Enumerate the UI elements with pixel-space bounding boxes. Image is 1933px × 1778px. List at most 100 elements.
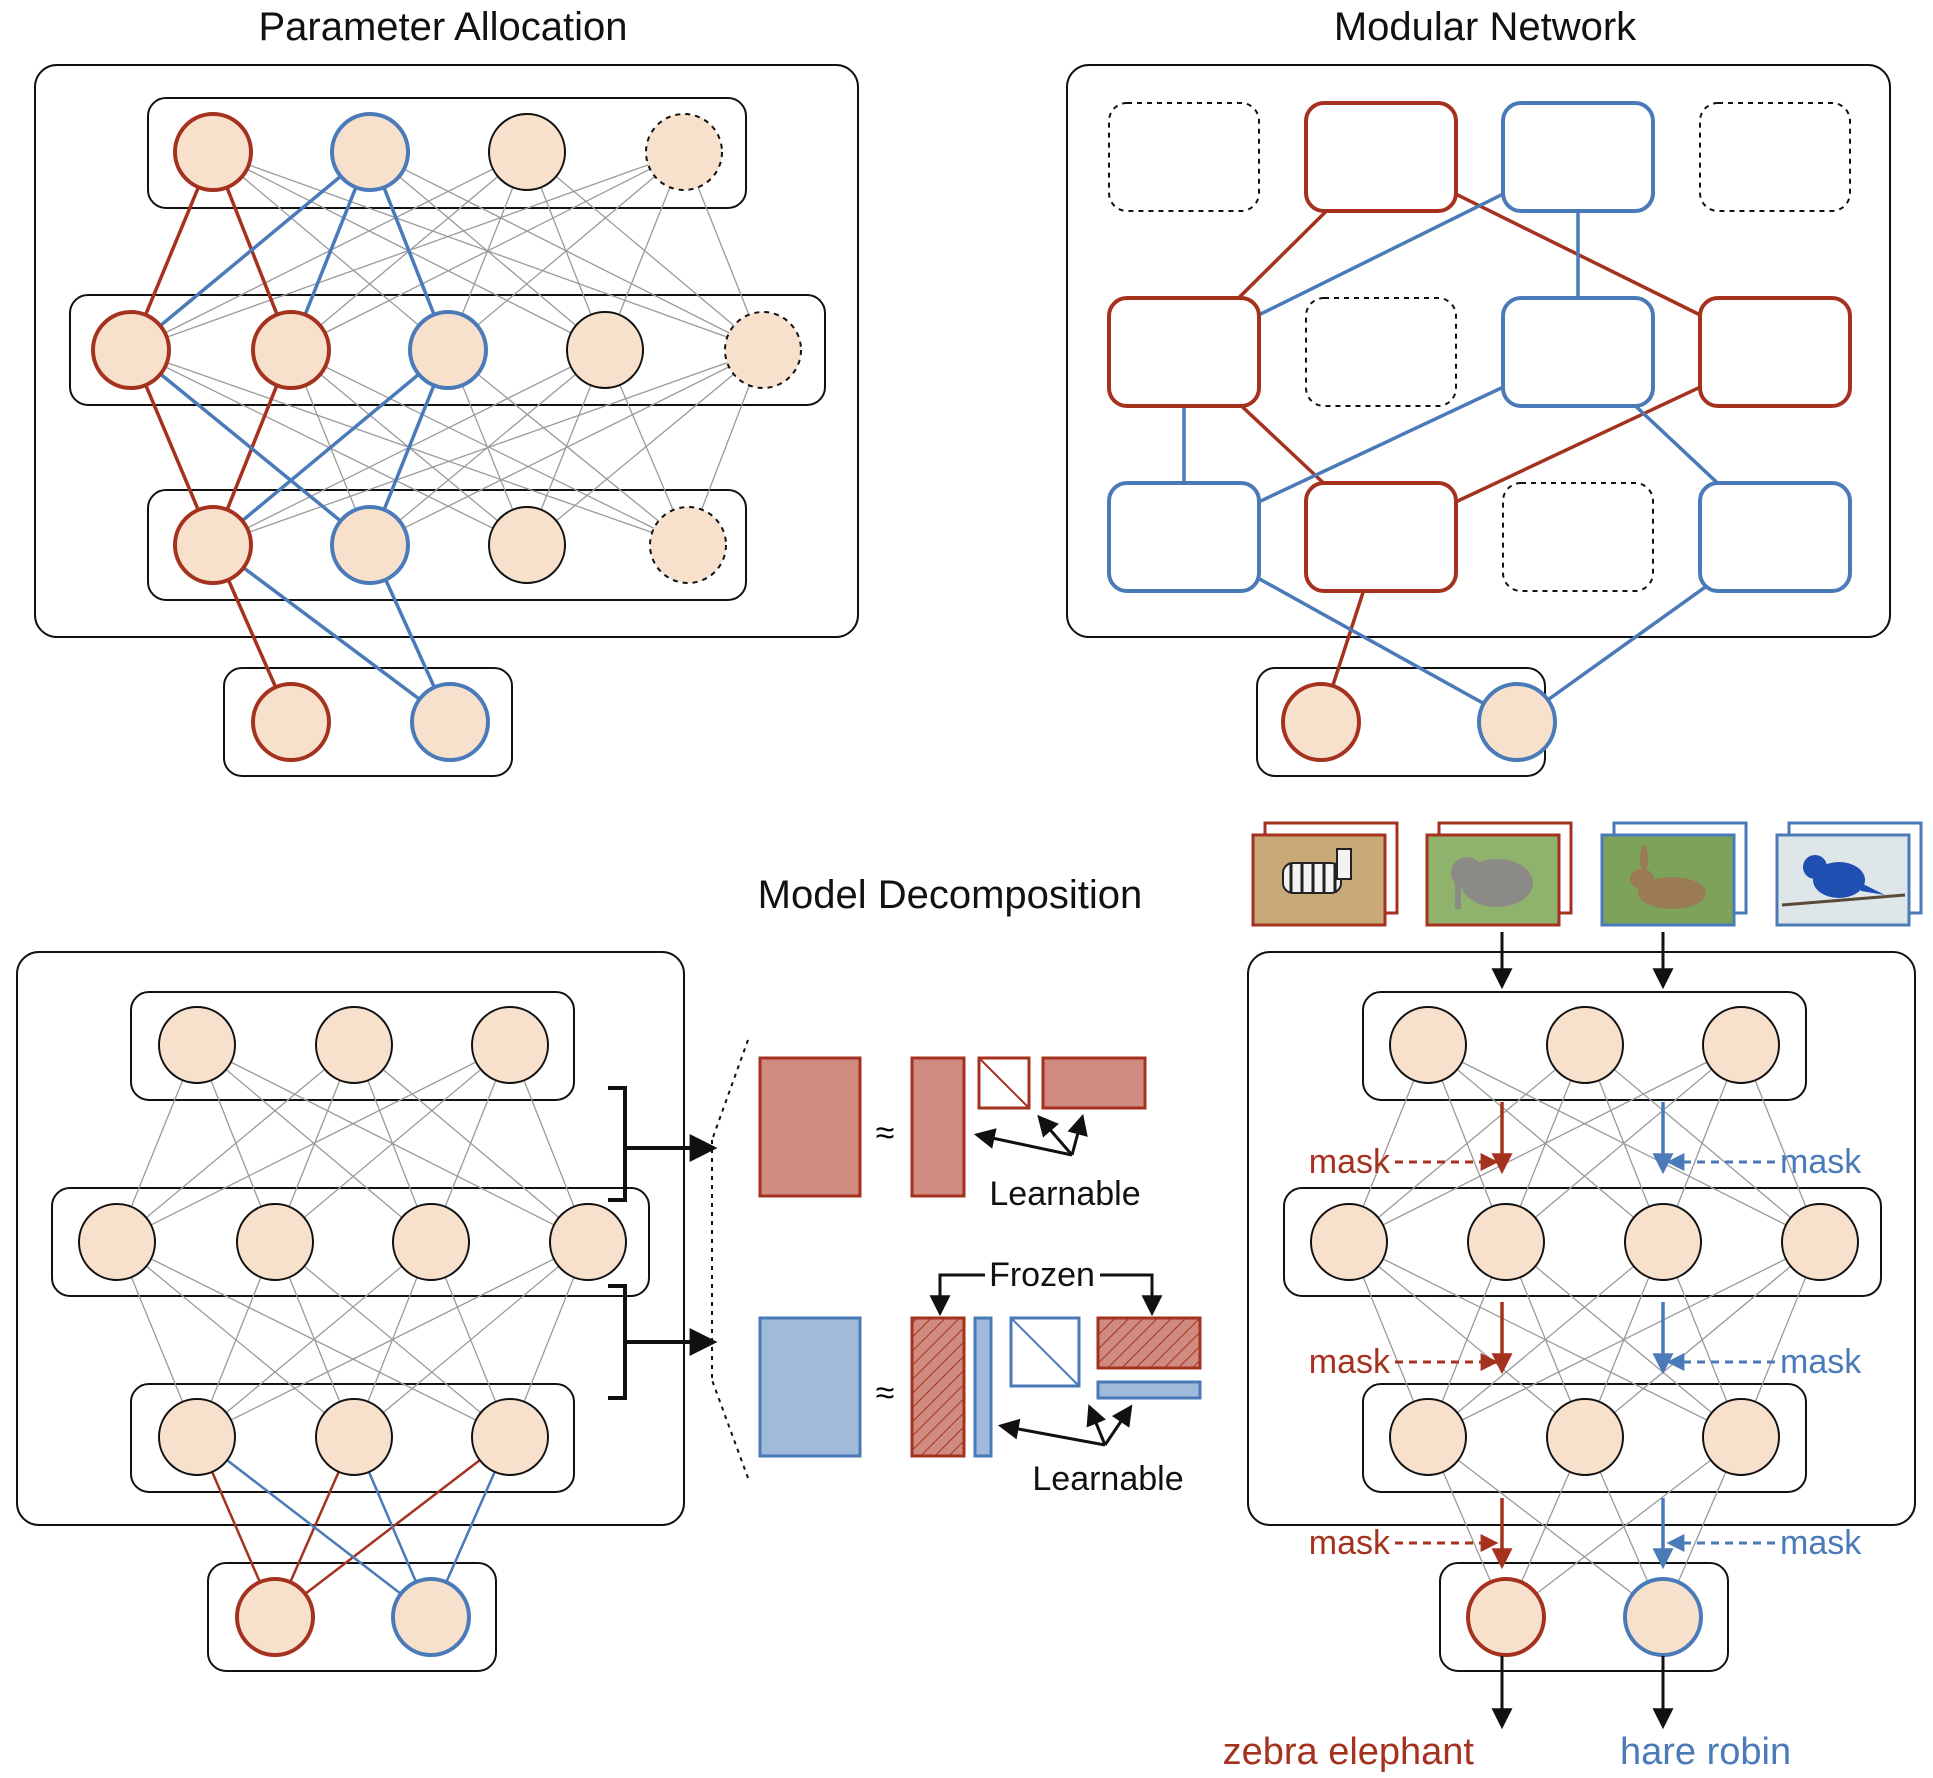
node (392, 1203, 470, 1281)
approx-symbol-bottom: ≈ (876, 1374, 895, 1412)
node (1310, 1203, 1388, 1281)
edge (447, 349, 689, 546)
title-parameter-allocation: Parameter Allocation (258, 5, 627, 49)
red-weight-matrix (758, 1056, 862, 1198)
edge (290, 151, 685, 351)
edge (369, 349, 764, 546)
layer-box-2 (1283, 1187, 1882, 1297)
edge (274, 1044, 511, 1243)
input-images (1251, 821, 1923, 927)
node (471, 1006, 549, 1084)
layer-box-2 (69, 294, 826, 406)
node (236, 1203, 314, 1281)
output-node-red (235, 1577, 315, 1657)
frozen-arrow-left (929, 1273, 985, 1317)
learnable-arrow-3 (1067, 1113, 1088, 1156)
red-factor-diag-line (978, 1057, 1030, 1109)
learnable-arrow-4 (997, 1418, 1106, 1447)
frozen-label: Frozen (989, 1256, 1095, 1294)
hare-ear-icon (1640, 845, 1648, 873)
edge (1427, 1241, 1664, 1438)
module-inactive (1699, 102, 1851, 212)
edge (1348, 1044, 1586, 1243)
layer-box-1 (130, 991, 575, 1101)
robin-head-icon (1803, 855, 1827, 879)
image-robin (1775, 821, 1923, 927)
edge (212, 349, 764, 546)
node-red (173, 112, 253, 192)
hare-body-icon (1638, 877, 1706, 909)
mask-label-red: mask (1309, 1143, 1391, 1181)
layer-box-2 (51, 1187, 650, 1297)
parameter-allocation-network (69, 97, 826, 777)
node-blue (330, 505, 410, 585)
blue-weight-matrix (758, 1316, 862, 1458)
output-node-blue (391, 1577, 471, 1657)
node (1546, 1006, 1624, 1084)
model-decomposition-network (51, 991, 650, 1672)
zoom-line-2 (711, 1379, 749, 1479)
module-inactive (1502, 482, 1654, 592)
node (1702, 1398, 1780, 1476)
robin-tail-icon (1861, 883, 1885, 895)
image-frame (1425, 833, 1561, 927)
blue-edge (211, 543, 452, 724)
node (488, 506, 566, 584)
edge (116, 1044, 511, 1243)
learnable-arrow-6 (1103, 1404, 1133, 1446)
edge (1505, 1044, 1742, 1243)
output-node-red (1281, 682, 1361, 762)
branch-icon (1781, 893, 1906, 907)
edge (1505, 1436, 1742, 1618)
learnable-arrow-1 (973, 1128, 1073, 1157)
node (549, 1203, 627, 1281)
bracket-bottom (608, 1284, 627, 1400)
node (315, 1006, 393, 1084)
red-factor-left (910, 1056, 966, 1198)
title-model-decomposition: Model Decomposition (758, 873, 1143, 917)
learnable-label-top: Learnable (989, 1175, 1140, 1213)
title-modular-network: Modular Network (1334, 5, 1637, 49)
node (158, 1006, 236, 1084)
node-red (173, 505, 253, 585)
gray-edges (1348, 1044, 1821, 1618)
node (566, 311, 644, 389)
decomposition-diagram: ≈ Learnable Frozen ≈ Learnable (608, 1039, 1202, 1498)
approx-symbol-top: ≈ (876, 1114, 895, 1152)
output-label-red: zebra elephant (1223, 1731, 1475, 1773)
layer-box-3 (1362, 1383, 1807, 1493)
node (1781, 1203, 1859, 1281)
learnable-label-bottom: Learnable (1032, 1460, 1183, 1498)
mask-label-blue: mask (1780, 1343, 1862, 1381)
node-blue (330, 112, 410, 192)
mask-label-red: mask (1309, 1343, 1391, 1381)
mask-label-blue: mask (1780, 1524, 1862, 1562)
blue-edge (129, 348, 372, 547)
blue-factor-thin (973, 1316, 993, 1458)
module-red (1304, 481, 1458, 593)
node (158, 1398, 236, 1476)
module-red (1304, 101, 1458, 213)
layer-box-1 (1362, 991, 1807, 1101)
output-node-blue (410, 682, 490, 762)
node-inactive (649, 506, 727, 584)
node-red (251, 310, 331, 390)
module-blue (1501, 296, 1655, 408)
node (1389, 1006, 1467, 1084)
zoom-line-1 (711, 1039, 749, 1141)
modular-network-diagram (1107, 101, 1852, 777)
frozen-factor-left (910, 1316, 966, 1458)
output-box (207, 1562, 497, 1672)
node (78, 1203, 156, 1281)
node (1702, 1006, 1780, 1084)
node (1546, 1398, 1624, 1476)
blue-edge (211, 348, 450, 547)
image-elephant (1425, 821, 1573, 927)
module-red (1107, 296, 1261, 408)
output-label-blue: hare robin (1620, 1731, 1791, 1773)
edge (526, 349, 764, 546)
node (315, 1398, 393, 1476)
zebra-head-icon (1336, 848, 1352, 880)
